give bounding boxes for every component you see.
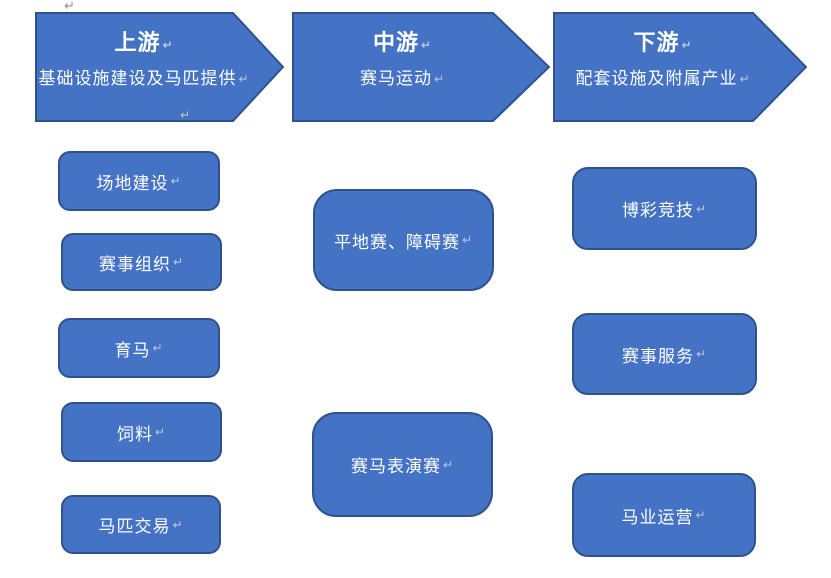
stage-title: 上游↵ xyxy=(114,30,174,55)
arrow-pentagon-shape xyxy=(35,12,285,122)
process-box-feed: 饲料↵ xyxy=(61,402,222,462)
box-label: 赛事组织 xyxy=(98,254,171,274)
process-box-horse-industry-operation: 马业运营↵ xyxy=(572,473,756,557)
process-box-event-services: 赛事服务↵ xyxy=(572,313,757,395)
stage-arrow-upstream: 上游↵ 基础设施建设及马匹提供↵ ↵ xyxy=(35,12,285,122)
process-box-exhibition-races: 赛马表演赛↵ xyxy=(312,412,493,517)
return-mark: ↵ xyxy=(433,72,446,86)
stage-title: 下游↵ xyxy=(633,30,693,55)
return-mark: ↵ xyxy=(420,38,433,52)
box-label: 育马 xyxy=(114,340,151,360)
stage-subtitle: 赛马运动↵ xyxy=(359,69,446,88)
stage-text-upstream: 上游↵ 基础设施建设及马匹提供↵ xyxy=(35,12,253,122)
box-label: 马业运营 xyxy=(621,507,694,527)
box-label: 马匹交易 xyxy=(98,517,171,536)
stage-subtitle: 配套设施及附属产业↵ xyxy=(575,69,751,88)
return-mark: ↵ xyxy=(695,347,708,361)
arrow-pentagon-shape xyxy=(553,12,807,122)
process-box-venue-construction: 场地建设↵ xyxy=(58,151,220,211)
box-label: 场地建设 xyxy=(96,173,169,193)
process-box-event-organization: 赛事组织↵ xyxy=(61,233,222,291)
box-label: 饲料 xyxy=(116,424,153,444)
return-mark: ↵ xyxy=(238,72,250,86)
process-box-betting-competition: 博彩竞技↵ xyxy=(572,167,757,250)
return-mark: ↵ xyxy=(172,255,185,269)
arrow-pentagon-shape xyxy=(292,12,550,122)
stage-text-midstream: 中游↵ 赛马运动↵ xyxy=(292,12,513,122)
return-mark: ↵ xyxy=(681,38,693,52)
box-label: 赛事服务 xyxy=(621,346,694,366)
box-label: 赛马表演赛 xyxy=(350,457,441,476)
box-label: 平地赛、障碍赛 xyxy=(333,232,460,252)
process-box-horse-trading: 马匹交易↵ xyxy=(61,495,221,554)
stage-text-downstream: 下游↵ 配套设施及附属产业↵ xyxy=(553,12,773,122)
return-mark: ↵ xyxy=(739,72,751,86)
return-mark: ↵ xyxy=(170,174,182,188)
paragraph-return-mark: ↵ xyxy=(64,0,75,13)
stage-title: 中游↵ xyxy=(372,30,433,55)
stage-arrow-midstream: 中游↵ 赛马运动↵ ↵ xyxy=(292,12,701,124)
box-label: 博彩竞技 xyxy=(621,201,694,220)
return-mark: ↵ xyxy=(461,233,474,247)
stage-subtitle: 基础设施建设及马匹提供↵ xyxy=(38,69,250,88)
process-box-flat-obstacle-races: 平地赛、障碍赛↵ xyxy=(313,189,494,291)
return-mark: ↵ xyxy=(162,38,174,52)
return-mark: ↵ xyxy=(154,425,167,439)
return-mark: ↵ xyxy=(442,457,455,472)
stage-arrow-downstream: 下游↵ 配套设施及附属产业↵ ↵ xyxy=(553,12,807,122)
return-mark: ↵ xyxy=(695,201,708,216)
return-mark: ↵ xyxy=(695,508,707,522)
return-mark: ↵ xyxy=(172,517,184,532)
process-box-horse-breeding: 育马↵ xyxy=(58,318,220,378)
paragraph-return-mark: ↵ xyxy=(180,108,191,122)
return-mark: ↵ xyxy=(152,341,164,355)
